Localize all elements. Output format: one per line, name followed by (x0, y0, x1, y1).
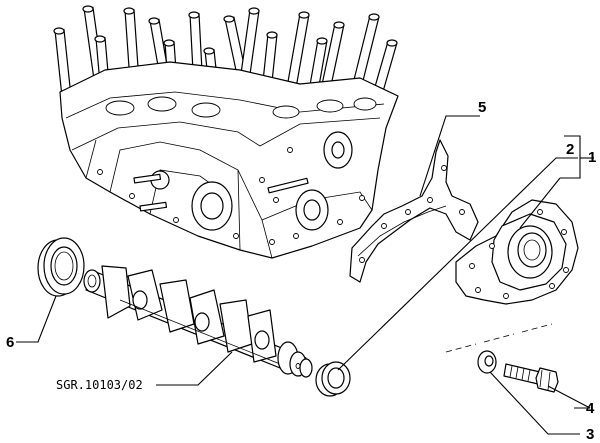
callout-4: 4 (586, 400, 595, 417)
front-oil-seal (37, 237, 85, 297)
callout-6: 6 (6, 334, 14, 351)
alignment-dashed-line (445, 323, 553, 353)
reference-code: SGR.10103/02 (56, 378, 143, 392)
rear-oil-seal (315, 361, 351, 397)
leader-lines (16, 115, 594, 435)
callout-1: 1 (588, 149, 596, 166)
callout-3: 3 (586, 426, 594, 443)
callout-2: 2 (566, 141, 574, 158)
rear-seal-gasket (349, 139, 479, 283)
engine-block (53, 5, 399, 259)
crankshaft (83, 265, 313, 378)
callout-5: 5 (478, 99, 486, 116)
rear-seal-cover (455, 199, 579, 305)
bolt (503, 363, 559, 393)
washer (477, 350, 497, 374)
